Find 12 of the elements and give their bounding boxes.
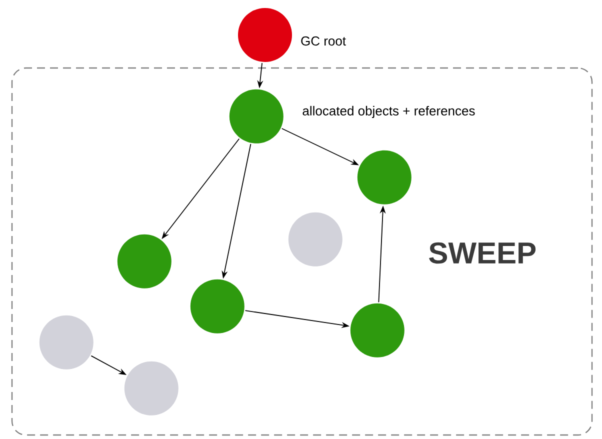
circle-node xyxy=(39,315,94,370)
region-label: allocated objects + references xyxy=(302,106,475,118)
region-title: SWEEP xyxy=(429,242,536,264)
circle-node xyxy=(190,279,244,334)
circle-node xyxy=(117,234,172,288)
dashed-region-box xyxy=(11,67,593,436)
circle-node xyxy=(350,303,404,358)
circle-node xyxy=(288,212,342,266)
circle-node xyxy=(124,361,178,416)
node-label: GC root xyxy=(301,36,346,46)
circle-node xyxy=(229,89,284,144)
circle-node xyxy=(357,150,412,204)
